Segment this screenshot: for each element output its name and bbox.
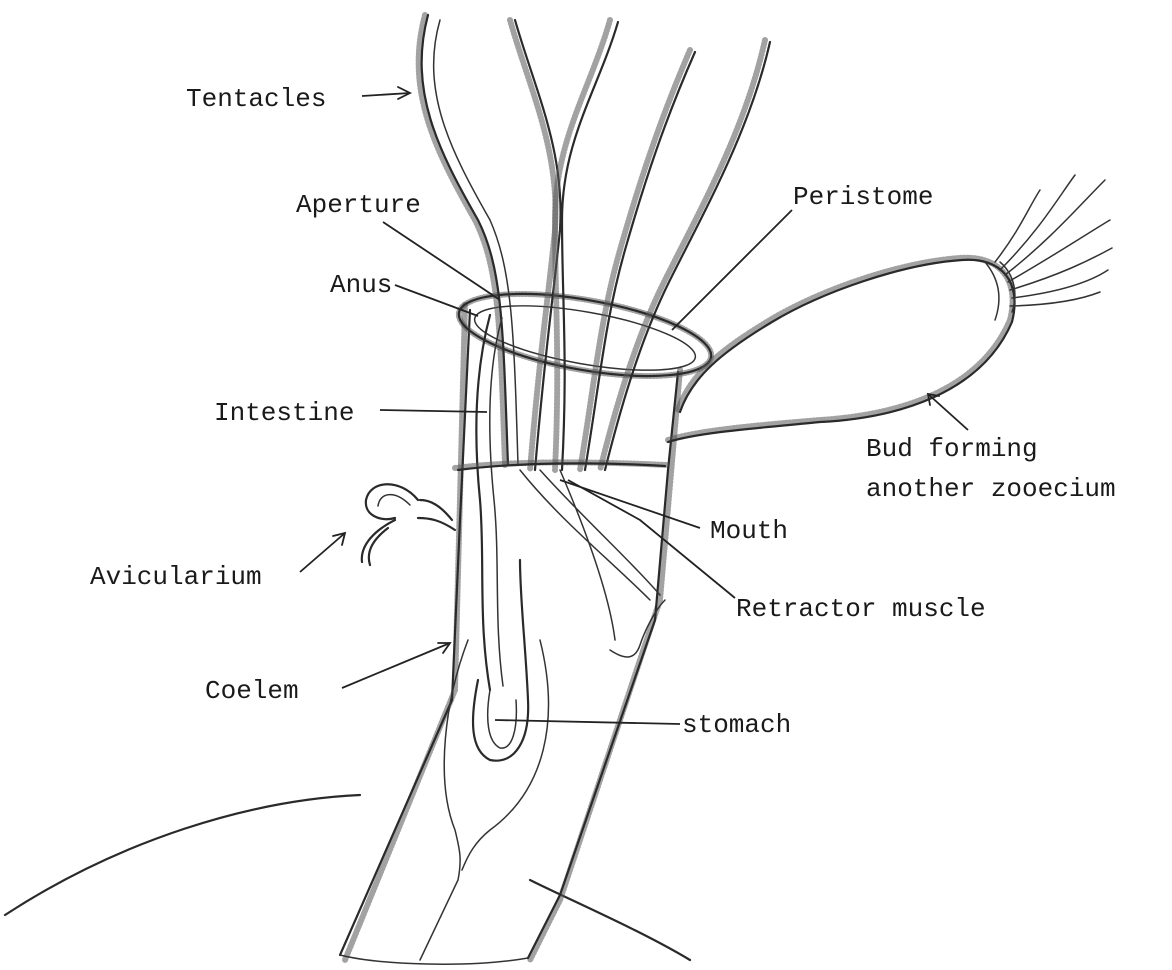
coelem-leader (342, 643, 450, 688)
anus-leader (395, 285, 478, 316)
tentacles-leader (362, 93, 410, 96)
label-anus: Anus (330, 270, 392, 300)
label-bud-line2: another zooecium (866, 474, 1116, 504)
labels: Tentacles Aperture Peristome Anus Intest… (90, 84, 1116, 740)
label-coelem: Coelem (205, 676, 299, 706)
label-stomach: stomach (682, 710, 791, 740)
bud-leader (928, 394, 968, 430)
tentacles (419, 15, 770, 470)
avicularium (362, 484, 455, 565)
label-tentacles: Tentacles (186, 84, 326, 114)
coelem-cavity (420, 640, 548, 960)
stomach-leader (495, 720, 680, 724)
intestine-leader (380, 410, 487, 412)
zooecium-body (340, 305, 680, 964)
bud-zooecium (668, 175, 1112, 442)
label-avicularium: Avicularium (90, 562, 262, 592)
label-bud-line1: Bud forming (866, 434, 1038, 464)
label-retractor-muscle: Retractor muscle (736, 594, 986, 624)
label-peristome: Peristome (793, 182, 933, 212)
label-aperture: Aperture (296, 190, 421, 220)
retractor-muscle (520, 470, 660, 640)
avicularium-leader (300, 533, 345, 572)
label-mouth: Mouth (710, 516, 788, 546)
label-intestine: Intestine (214, 398, 354, 428)
